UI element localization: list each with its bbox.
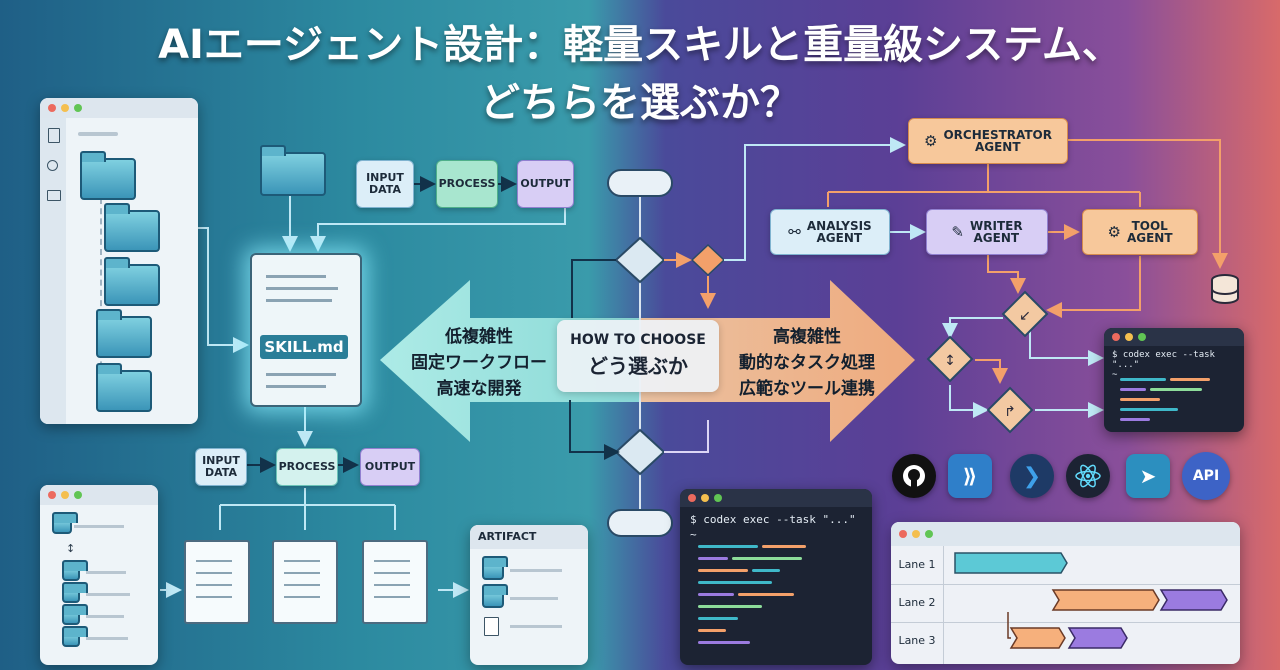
folder-icon[interactable] [62, 582, 88, 603]
svg-text:↱: ↱ [1004, 404, 1016, 420]
process-box-bottom: PROCESS [276, 448, 338, 486]
page-title-line1: AIエージェント設計：軽量スキルと重量級システム、 [158, 22, 1122, 68]
decision-diamond-small [690, 243, 726, 277]
source-folder-icon [260, 145, 326, 196]
lane-3-label: Lane 3 [898, 634, 936, 647]
file-icon[interactable] [48, 128, 60, 143]
document-icon [272, 540, 338, 624]
lane-1-label: Lane 1 [898, 558, 936, 571]
folder-icon[interactable] [96, 363, 152, 412]
lane-3-task-b [1067, 627, 1128, 649]
azure-devops-icon[interactable]: ➤ [1126, 454, 1170, 498]
visual-studio-icon[interactable]: ⟫ [948, 454, 992, 498]
gear-icon: ⚙ [1107, 223, 1121, 241]
lane-2-label: Lane 2 [898, 596, 936, 609]
output-box-top: OUTPUT [517, 160, 574, 208]
svg-text:↙: ↙ [1019, 308, 1031, 324]
how-to-choose-label: HOW TO CHOOSE どう選ぶか [557, 320, 719, 392]
folder-icon[interactable] [62, 560, 88, 581]
folder-icon[interactable] [104, 203, 160, 252]
folder-icon[interactable] [62, 604, 88, 625]
analysis-agent[interactable]: ⚯ANALYSIS AGENT [770, 209, 890, 255]
folder-icon[interactable] [482, 584, 508, 608]
folder-icon[interactable] [80, 151, 136, 200]
output-box-bottom: OUTPUT [360, 448, 420, 486]
decision-diamond-top [614, 236, 666, 284]
database-icon [1211, 274, 1239, 304]
start-pill [607, 169, 673, 197]
folder-icon[interactable] [104, 257, 160, 306]
orchestrator-agent[interactable]: ⚙ORCHESTRATOR AGENT [908, 118, 1068, 164]
writer-agent[interactable]: ✎WRITER AGENT [926, 209, 1048, 255]
artifact-title: ARTIFACT [470, 525, 588, 549]
skill-file-label: SKILL.md [260, 335, 348, 359]
decision-diamond-bottom [614, 428, 666, 476]
lanes-window: Lane 1 Lane 2 Lane 3 [891, 522, 1240, 664]
terminal-right[interactable]: $ codex exec --task "..." ~ [1104, 328, 1244, 432]
react-icon[interactable] [1066, 454, 1110, 498]
terminal-prompt: ~ [690, 528, 697, 541]
low-complexity-text: 低複雑性 固定ワークフロー 高速な開発 [411, 327, 547, 399]
document-icon [362, 540, 428, 624]
terminal-center[interactable]: $ codex exec --task "..." ~ [680, 489, 872, 665]
network-icon: ⚯ [788, 223, 801, 241]
skill-document[interactable]: SKILL.md [250, 253, 362, 407]
add-folder-icon[interactable] [47, 190, 61, 201]
folder-icon[interactable] [96, 309, 152, 358]
terminal-command: $ codex exec --task "..." [1112, 350, 1215, 370]
tool-agent[interactable]: ⚙TOOL AGENT [1082, 209, 1198, 255]
input-data-box-bottom: INPUT DATA [195, 448, 247, 486]
pencil-icon: ✎ [951, 223, 964, 241]
lane-tasks [954, 552, 1228, 649]
lane-2-task-b [1159, 589, 1228, 611]
terminal-command: $ codex exec --task "..." [690, 513, 856, 526]
process-box-top: PROCESS [436, 160, 498, 208]
github-icon[interactable] [892, 454, 936, 498]
vscode-icon[interactable]: ❯ [1010, 454, 1054, 498]
decision-diamond-right-1 [1001, 290, 1049, 338]
folder-icon[interactable] [62, 626, 88, 647]
terminal-prompt: ~ [1112, 370, 1118, 380]
orchestrator-icon: ⚙ [924, 132, 938, 150]
lane-2-task-a [1051, 589, 1160, 611]
lane-3-task-a [1009, 627, 1066, 649]
api-icon[interactable]: API [1182, 452, 1230, 500]
folder-tree-window: ↕ [40, 485, 158, 665]
svg-text:↕: ↕ [944, 353, 956, 369]
decision-diamond-right-3 [986, 386, 1034, 434]
file-icon[interactable] [484, 617, 499, 636]
search-icon[interactable] [47, 160, 58, 171]
end-pill [607, 509, 673, 537]
folder-icon[interactable] [52, 512, 78, 534]
artifact-window: ARTIFACT [470, 525, 588, 665]
file-explorer-window [40, 98, 198, 424]
high-complexity-text: 高複雑性 動的なタスク処理 広範なツール連携 [739, 327, 875, 399]
decision-diamond-right-2 [926, 335, 974, 383]
input-data-box-top: INPUT DATA [356, 160, 414, 208]
lane-1-task [954, 552, 1068, 574]
document-icon [184, 540, 250, 624]
folder-icon[interactable] [482, 556, 508, 580]
page-title-line2: どちらを選ぶか？ [480, 80, 800, 126]
